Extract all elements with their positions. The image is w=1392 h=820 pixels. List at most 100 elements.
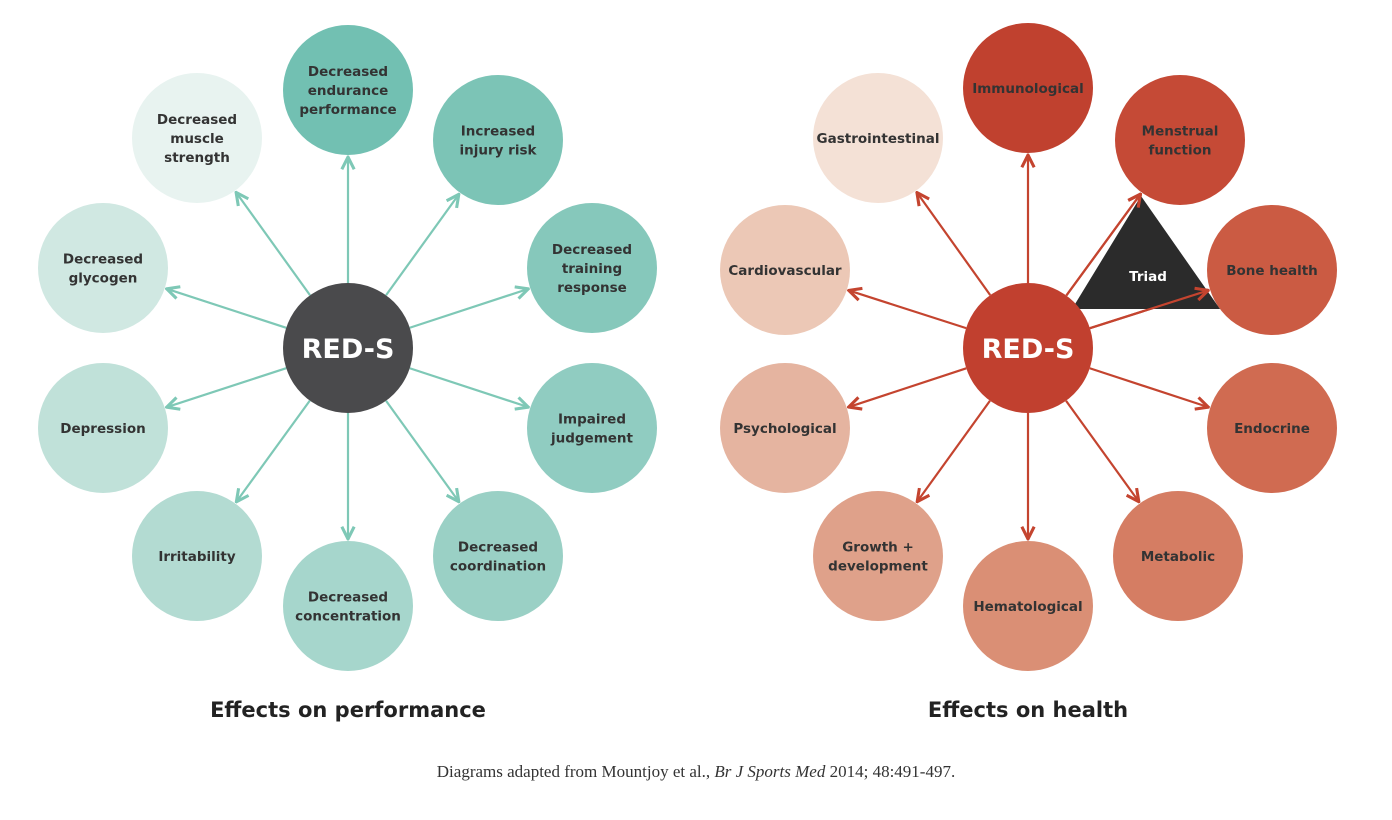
triad-label: Triad [1129, 269, 1167, 285]
node-gastrointestinal: Gastrointestinal [813, 73, 943, 203]
node-endocrine: Endocrine [1207, 363, 1337, 493]
node-label: glycogen [69, 271, 138, 287]
arrow-to-decreased-training-response [409, 289, 529, 329]
arrow-to-endocrine [1089, 367, 1209, 407]
triad-triangle: Triad [1065, 194, 1220, 330]
node-label: muscle [170, 131, 224, 147]
node-impaired-judgement: Impaired judgement [527, 363, 657, 493]
node-circle [1113, 491, 1243, 621]
node-label: judgement [550, 431, 634, 447]
node-label: Decreased [157, 112, 237, 128]
node-label: Decreased [458, 540, 538, 556]
node-label: Decreased [308, 64, 388, 80]
node-cardiovascular: Cardiovascular [720, 205, 850, 335]
node-circle [813, 73, 943, 203]
caption-suffix: 2014; 48:491-497. [825, 762, 956, 781]
node-circle [38, 203, 168, 333]
node-label: Bone health [1226, 263, 1318, 279]
node-label: Depression [60, 421, 145, 437]
node-circle [963, 541, 1093, 671]
caption-prefix: Diagrams adapted from Mountjoy et al., [436, 762, 715, 781]
node-immunological: Immunological [963, 23, 1093, 153]
arrow-to-increased-injury-risk [385, 194, 459, 296]
node-circle [1207, 363, 1337, 493]
node-label: Decreased [552, 242, 632, 258]
node-circle [1115, 75, 1245, 205]
node-psychological: Psychological [720, 363, 850, 493]
node-circle [283, 25, 413, 155]
performance-diagram: Decreased endurance performance Increasedin… [38, 25, 657, 671]
node-label: coordination [450, 559, 546, 575]
node-label: Endocrine [1234, 421, 1310, 437]
node-label: Increased [461, 124, 535, 140]
arrow-to-depression [167, 367, 287, 407]
health-title: Effects on health [927, 698, 1129, 722]
center-label: RED-S [302, 334, 395, 365]
node-circle [813, 491, 943, 621]
node-label: endurance [308, 83, 389, 99]
arrow-to-psychological [849, 367, 967, 407]
node-label: Psychological [733, 421, 836, 437]
arrows [167, 157, 529, 539]
node-decreased-endurance-performance: Decreased endurance performance [283, 25, 413, 155]
node-irritability: Irritability [132, 491, 262, 621]
node-decreased-coordination: Decreased coordination [433, 491, 563, 621]
node-circle [963, 23, 1093, 153]
node-label: development [828, 559, 928, 575]
node-label: Decreased [63, 252, 143, 268]
node-circle [38, 363, 168, 493]
node-label: Impaired [558, 412, 626, 428]
center-label: RED-S [982, 334, 1075, 365]
node-circle [1207, 205, 1337, 335]
node-circle [527, 363, 657, 493]
node-label: Decreased [308, 590, 388, 606]
node-label: response [557, 280, 627, 296]
node-label: Growth + [842, 540, 914, 556]
node-label: function [1148, 143, 1211, 159]
node-label: training [562, 261, 622, 277]
node-circle [720, 205, 850, 335]
node-label: Menstrual [1142, 124, 1219, 140]
caption-journal: Br J Sports Med [714, 762, 826, 781]
node-decreased-training-response: Decreased training response [527, 203, 657, 333]
node-decreased-muscle-strength: Decreased muscle strength [132, 73, 262, 203]
arrow-to-irritability [236, 399, 311, 502]
node-label: performance [299, 102, 396, 118]
node-circle [283, 541, 413, 671]
node-label: Cardiovascular [728, 263, 842, 279]
performance-title: Effects on performance [210, 698, 486, 722]
arrow-to-metabolic [1065, 400, 1139, 502]
triad-arrow [1089, 290, 1208, 330]
node-label: Hematological [973, 599, 1082, 615]
node-circle [433, 491, 563, 621]
citation-caption: Diagrams adapted from Mountjoy et al., B… [0, 762, 1392, 782]
arrow-to-gastrointestinal [917, 193, 992, 296]
node-label: Metabolic [1141, 549, 1215, 565]
node-label: Immunological [972, 81, 1084, 97]
arrow-to-cardiovascular [849, 290, 967, 330]
arrow-to-growth-development [917, 400, 991, 502]
arrow-to-decreased-coordination [385, 400, 459, 502]
node-hematological: Hematological [963, 541, 1093, 671]
arrow-to-decreased-glycogen [167, 289, 287, 329]
node-depression: Depression [38, 363, 168, 493]
node-circle [720, 363, 850, 493]
node-decreased-concentration: Decreased concentration [283, 541, 413, 671]
node-circle [527, 203, 657, 333]
center-node-red-s: RED-S [963, 283, 1093, 413]
node-label: Irritability [158, 549, 236, 565]
node-metabolic: Metabolic [1113, 491, 1243, 621]
arrow-to-decreased-muscle-strength [236, 192, 311, 296]
node-circle [132, 73, 262, 203]
node-menstrual-function: Menstrual function [1115, 75, 1245, 205]
center-circle [963, 283, 1093, 413]
node-label: concentration [295, 609, 401, 625]
arrow-to-impaired-judgement [409, 367, 529, 407]
node-label: strength [164, 150, 230, 166]
center-node-red-s: RED-S [283, 283, 413, 413]
node-growth-development: Growth + development [813, 491, 943, 621]
node-label: Gastrointestinal [817, 131, 940, 147]
